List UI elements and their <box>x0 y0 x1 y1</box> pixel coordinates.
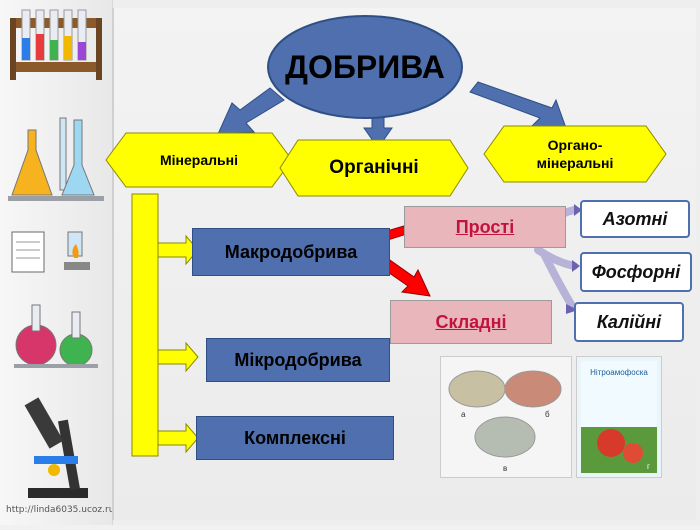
fertilizer-dishes-image: а б в <box>448 370 562 473</box>
connector-arrowheads <box>566 204 582 314</box>
title-arrows <box>217 81 567 149</box>
fertilizer-samples-photo: а б в <box>440 356 572 478</box>
hexagon-organo-mineral <box>483 125 667 183</box>
fertilizer-package-image: Нітроамофоска г <box>581 361 657 473</box>
macro-kind-compound[interactable]: Складні <box>390 300 552 344</box>
microscope-icon <box>24 397 88 498</box>
category-organo-mineral: Органо-мінеральні <box>536 137 614 171</box>
mineral-type-complex: Комплексні <box>196 416 394 460</box>
photo-label-b: б <box>545 410 550 419</box>
round-flasks-icon <box>14 304 98 368</box>
package-title: Нітроамофоска <box>590 368 648 377</box>
macro-kind-simple[interactable]: Прості <box>404 206 566 248</box>
mineral-branch <box>131 193 199 457</box>
title-ellipse-shape <box>267 15 463 119</box>
notepad-and-burner-icon <box>11 231 90 273</box>
diagram-title: ДОБРИВА <box>285 48 445 85</box>
photo-label-c: в <box>503 464 507 473</box>
lab-equipment-illustrations <box>8 9 104 498</box>
mineral-type-macro: Макродобрива <box>192 228 390 276</box>
test-tube-rack-icon <box>10 9 102 80</box>
mineral-type-micro: Мікродобрива <box>206 338 390 382</box>
photo-label-a: а <box>461 410 466 419</box>
simple-kind-phosphorus: Фосфорні <box>580 252 692 292</box>
watermark-link[interactable]: http://linda6035.ucoz.ru/ <box>6 505 118 515</box>
category-mineral: Мінеральні <box>160 152 238 168</box>
photo-label-d: г <box>647 462 650 471</box>
decorative-sidebar: http://linda6035.ucoz.ru/ <box>0 0 117 525</box>
simple-kind-nitrogen: Азотні <box>580 200 690 238</box>
simple-kind-potassium: Калійні <box>574 302 684 342</box>
hexagon-organic <box>279 139 469 197</box>
flask-icon <box>8 117 104 201</box>
category-organic: Органічні <box>329 157 419 178</box>
fertilizer-package-photo: Нітроамофоска г <box>576 356 662 478</box>
